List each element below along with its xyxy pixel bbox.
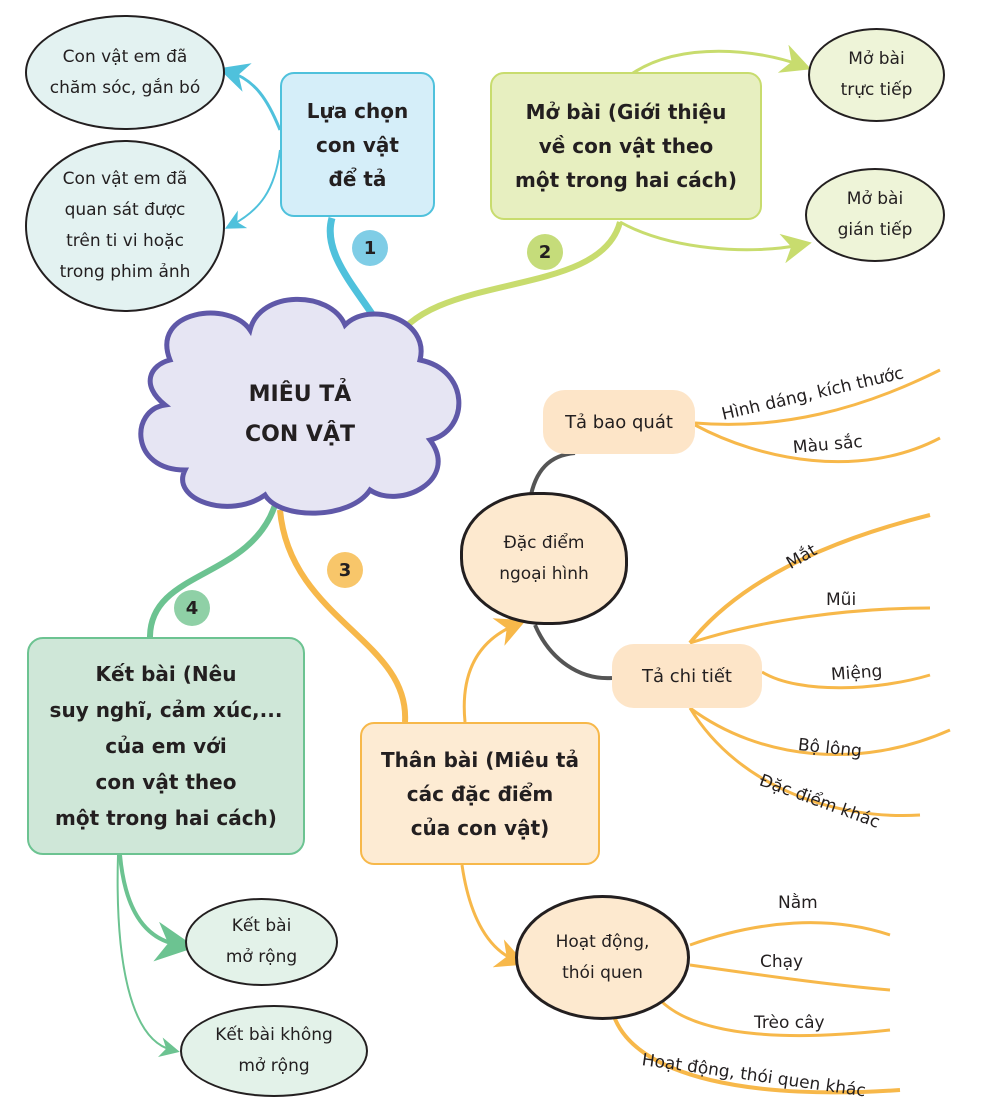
branch1-node[interactable]: Lựa chọn con vật để tả — [280, 72, 435, 217]
branch2-child-1[interactable]: Mở bài trực tiếp — [808, 28, 945, 122]
center-topic[interactable]: MIÊU TẢ CON VẬT — [245, 382, 355, 447]
branch3-arrow-up — [462, 618, 527, 723]
branch1-child-1[interactable]: Con vật em đã chăm sóc, gắn bó — [25, 15, 225, 130]
branch2-trunk — [389, 221, 623, 347]
badge-4: 4 — [174, 590, 210, 626]
badge-1: 1 — [352, 230, 388, 266]
branch1-arrow-2 — [224, 149, 281, 229]
branch2-arrow-1 — [629, 44, 812, 77]
branch4-child-1[interactable]: Kết bài mở rộng — [185, 898, 338, 986]
overview-node[interactable]: Tả bao quát — [543, 390, 695, 454]
branch3-trunk — [277, 509, 409, 723]
branch4-child-2[interactable]: Kết bài không mở rộng — [180, 1005, 368, 1097]
branch4-node[interactable]: Kết bài (Nêu suy nghĩ, cảm xúc,... của e… — [27, 637, 305, 855]
branch3-arrow-down — [460, 864, 527, 968]
center-cloud — [138, 296, 462, 516]
branch4-arrow-1 — [118, 854, 196, 962]
badge-2: 2 — [527, 234, 563, 270]
branch4-trunk — [147, 504, 278, 638]
branch3-node[interactable]: Thân bài (Miêu tả các đặc điểm của con v… — [360, 722, 600, 865]
leaf-lying: Nằm — [778, 893, 818, 913]
leaf-mouth: Miệng — [830, 661, 883, 685]
activity-node[interactable]: Hoạt động, thói quen — [515, 895, 690, 1020]
branch4-arrow-2 — [116, 854, 180, 1057]
leaf-running: Chạy — [760, 952, 804, 972]
badge-3: 3 — [327, 552, 363, 588]
leaf-nose: Mũi — [826, 590, 857, 610]
branch2-arrow-2 — [619, 220, 812, 264]
branch2-child-2[interactable]: Mở bài gián tiếp — [805, 168, 945, 262]
branch1-arrow-1 — [218, 63, 282, 131]
leaf-climbing: Trèo cây — [754, 1013, 825, 1033]
appearance-link-bottom — [533, 624, 613, 681]
branch2-node[interactable]: Mở bài (Giới thiệu về con vật theo một t… — [490, 72, 762, 220]
appearance-node[interactable]: Đặc điểm ngoại hình — [460, 492, 628, 625]
detail-node[interactable]: Tả chi tiết — [612, 644, 762, 708]
branch1-child-2[interactable]: Con vật em đã quan sát được trên ti vi h… — [25, 140, 225, 312]
